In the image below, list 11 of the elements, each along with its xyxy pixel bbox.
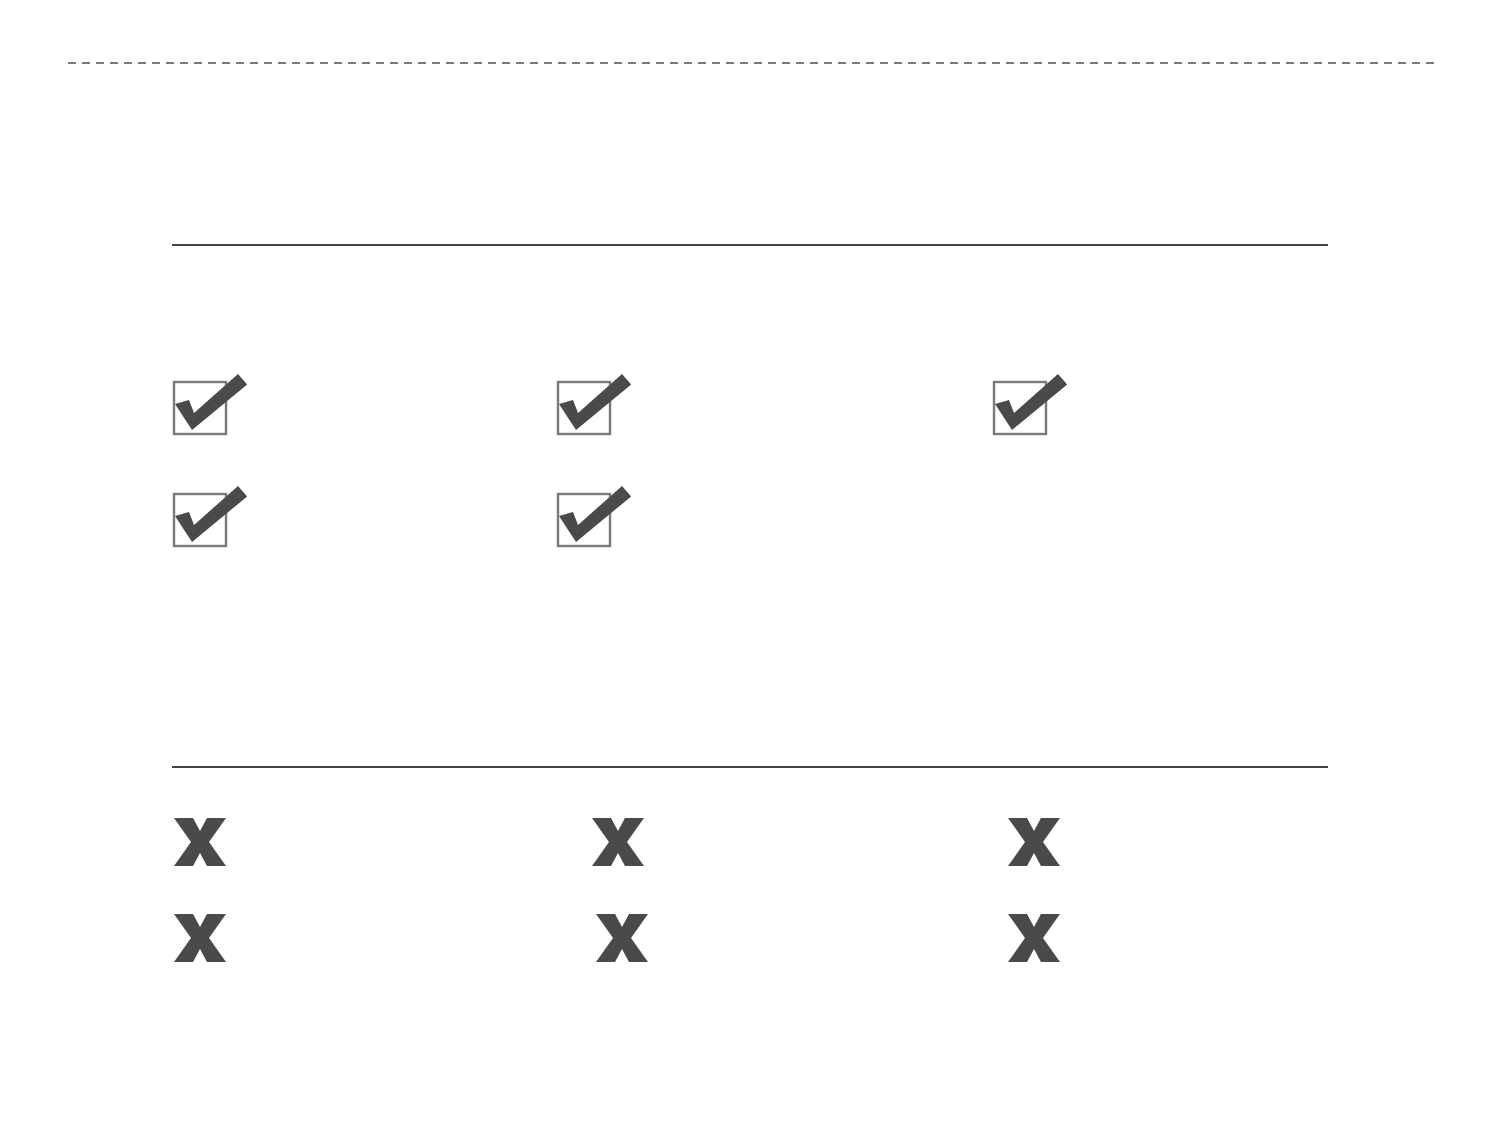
checked-checkbox-icon [556,484,632,548]
checked-checkbox-icon [556,372,632,436]
cross-icon [596,914,648,962]
cross-icon [592,818,644,866]
cross-icon [174,914,226,962]
cross-icon [1008,914,1060,962]
cross-icon [1008,818,1060,866]
checked-checkbox-icon [172,484,248,548]
cross-icon [174,818,226,866]
checked-checkbox-icon [992,372,1068,436]
checked-checkbox-icon [172,372,248,436]
